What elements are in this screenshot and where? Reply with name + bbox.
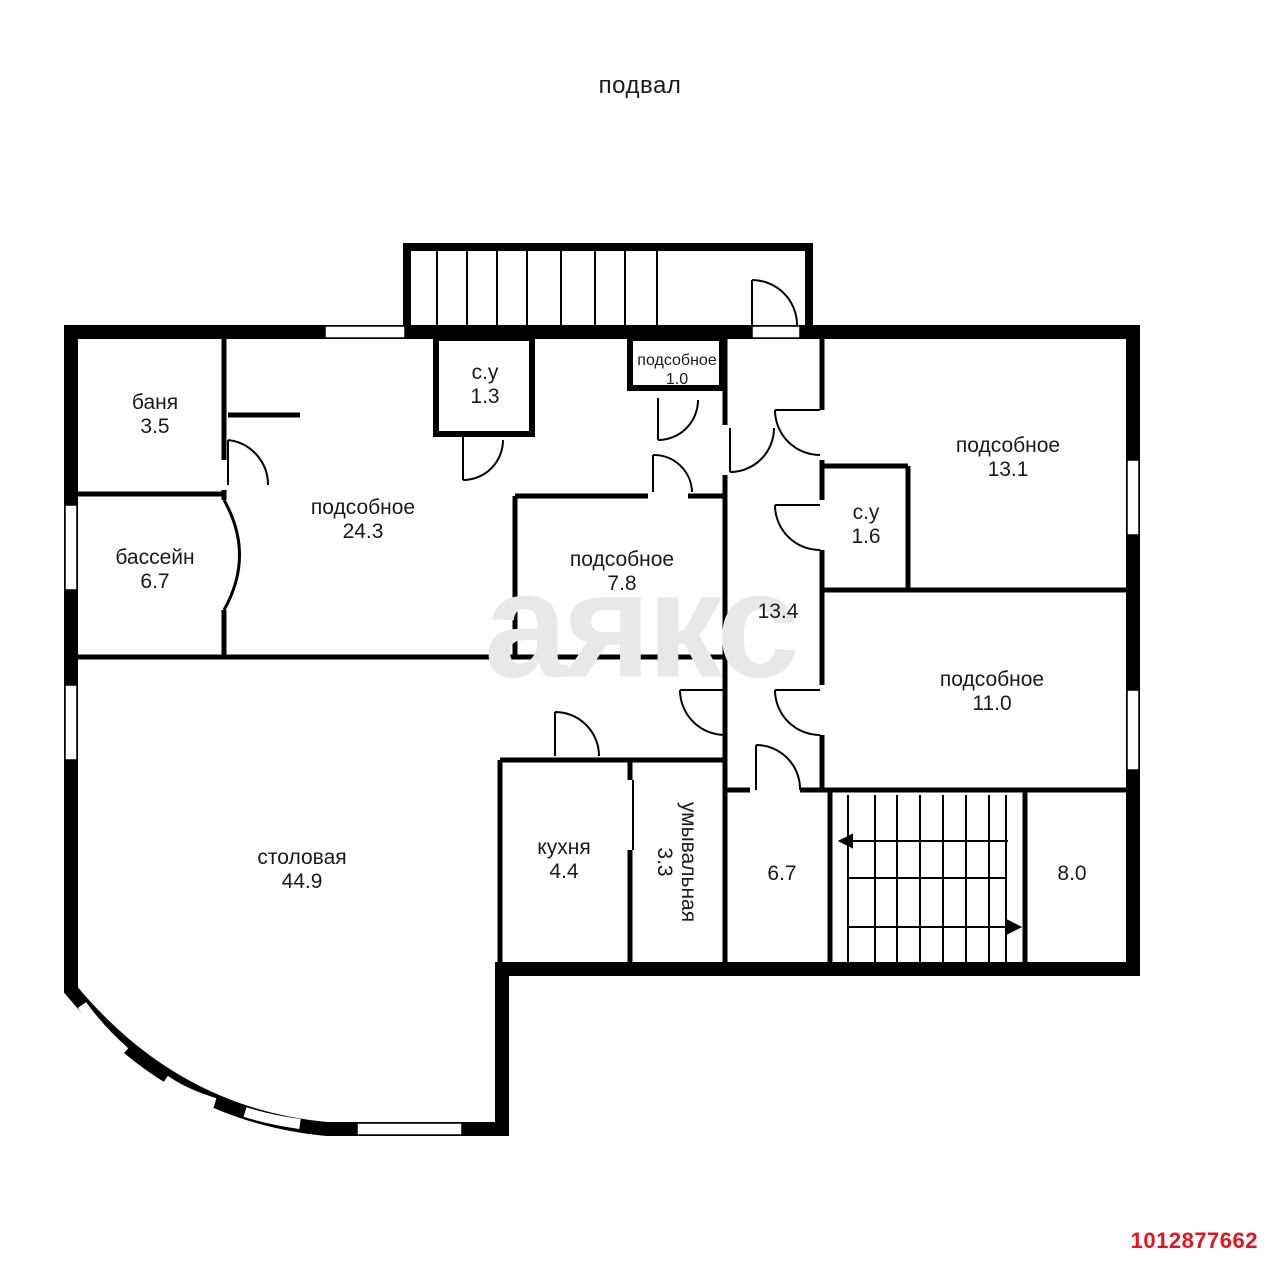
room-area: 3.5 (140, 415, 170, 438)
room-area: 4.4 (549, 860, 579, 883)
room-name: подсобное (310, 496, 416, 519)
room-label-utility-24: подсобное 24.3 (311, 496, 415, 544)
watermark: аякс (484, 540, 799, 709)
room-label-room-8: 8.0 (1057, 862, 1086, 886)
room-area: 13.4 (757, 600, 799, 623)
room-label-dining: столовая 44.9 (257, 846, 346, 894)
room-name: подсобное (939, 668, 1045, 691)
room-area: 1.0 (665, 371, 689, 388)
window-top-door (751, 325, 801, 339)
room-name: с.у (852, 501, 880, 524)
bay-windows (77, 1002, 301, 1129)
room-area: 13.1 (987, 458, 1029, 481)
room-area: 6.7 (140, 570, 170, 593)
room-name: подсобное (569, 548, 675, 571)
room-label-wc-1: с.у 1.3 (470, 361, 499, 409)
listing-id: 1012877662 (1130, 1228, 1258, 1253)
room-area: 44.9 (281, 870, 323, 893)
pool-arch (222, 499, 241, 611)
page-title: подвал (598, 72, 682, 99)
window-right-2 (1126, 689, 1140, 771)
room-area: 11.0 (972, 692, 1012, 715)
room-label-hall: 13.4 (758, 600, 799, 624)
room-name: баня (131, 391, 179, 414)
room-area: 3.3 (653, 847, 676, 877)
interior-walls (78, 335, 1126, 965)
room-name: умывальная (677, 801, 700, 923)
room-label-utility-7: подсобное 7.8 (570, 548, 674, 596)
room-area: 24.3 (342, 520, 384, 543)
room-area: 6.7 (767, 862, 797, 885)
room-label-room-6: 6.7 (767, 862, 796, 886)
bottom-staircase (837, 795, 1023, 962)
window-top-left (324, 325, 406, 339)
top-stair-block (403, 243, 813, 325)
room-label-banya: баня 3.5 (132, 391, 178, 439)
room-area: 8.0 (1057, 862, 1087, 885)
room-name: столовая (257, 846, 347, 869)
room-name: кухня (537, 836, 591, 859)
room-label-washroom: умывальная 3.3 (652, 802, 700, 922)
doors (227, 279, 821, 850)
room-label-kitchen: кухня 4.4 (537, 836, 590, 884)
room-area: 1.6 (851, 525, 881, 548)
room-name: с.у (471, 361, 499, 384)
windows (64, 325, 1140, 1136)
room-label-utility-13: подсобное 13.1 (956, 434, 1060, 482)
room-area: 1.3 (470, 385, 500, 408)
window-right-1 (1126, 459, 1140, 536)
window-left-1 (64, 504, 78, 591)
room-area: 7.8 (607, 572, 637, 595)
room-label-pool: бассейн 6.7 (115, 546, 194, 594)
room-name: подсобное (637, 352, 717, 369)
room-name: подсобное (955, 434, 1061, 457)
room-name: бассейн (115, 546, 195, 569)
room-label-wc-2: с.у 1.6 (851, 501, 880, 549)
room-label-utility-1: подсобное 1.0 (637, 351, 716, 389)
window-left-2 (64, 684, 78, 761)
room-label-utility-11: подсобное 11.0 (940, 668, 1044, 716)
window-bottom (356, 1122, 463, 1136)
